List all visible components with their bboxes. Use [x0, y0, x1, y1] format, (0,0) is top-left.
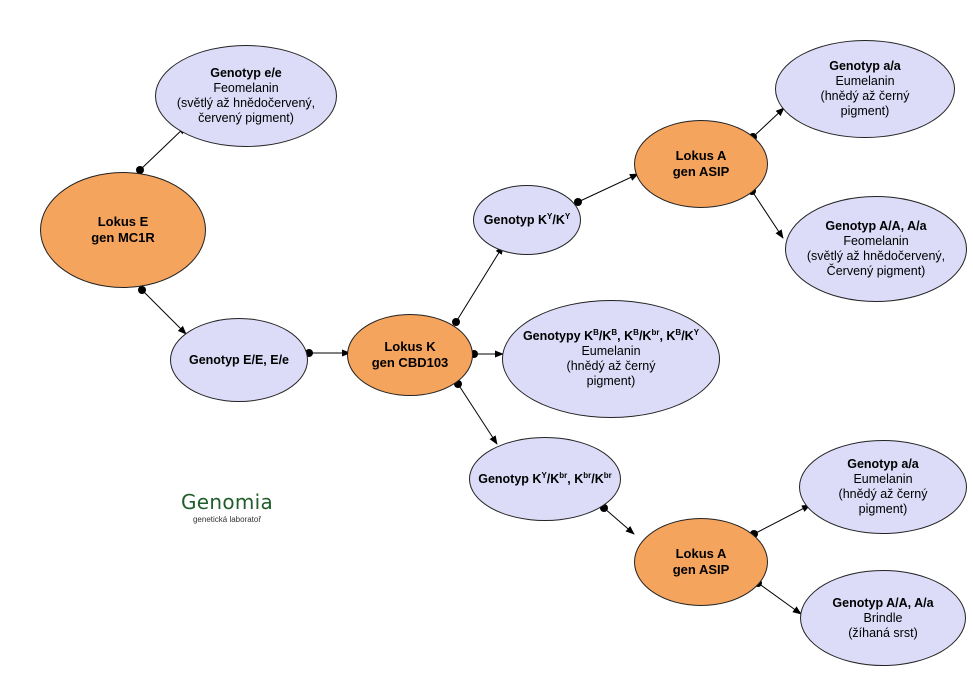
- node-title: Genotyp A/A, A/a: [825, 219, 927, 233]
- node-line: pigment): [858, 502, 908, 516]
- node-line: Feomelanin: [213, 81, 279, 95]
- connector-a-bottom-to-AA: [754, 579, 802, 615]
- connector-e-to-EE: [138, 286, 187, 335]
- genomia-logo: Genomia genetická laboratoř: [172, 490, 282, 524]
- node-title: Genotyp KY/Kbr, Kbr/Kbr: [478, 470, 612, 486]
- node-line: (hnědý až černý: [566, 359, 656, 373]
- connector-e-to-ee: [136, 125, 187, 174]
- node-genotype-kykbr: Genotyp KY/Kbr, Kbr/Kbr: [469, 437, 621, 521]
- node-genotype-ee: Genotyp e/e Feomelanin (světlý až hnědoč…: [155, 45, 337, 147]
- node-line: pigment): [586, 374, 636, 388]
- node-title: Genotyp a/a: [847, 457, 919, 471]
- node-title: Genotypy KB/KB, KB/Kbr, KB/KY: [522, 327, 700, 343]
- node-title: Genotyp a/a: [829, 59, 901, 73]
- node-line: (světlý až hnědočervený,: [176, 96, 316, 110]
- node-genotype-aa-bottom: Genotyp a/a Eumelanin (hnědý až černý pi…: [799, 440, 967, 534]
- connector-k-to-kb: [470, 350, 504, 358]
- logo-subtitle: genetická laboratoř: [192, 515, 262, 524]
- node-line: Eumelanin: [853, 472, 913, 486]
- node-line: gen ASIP: [672, 164, 730, 179]
- node-line: (hnědý až černý: [820, 89, 910, 103]
- node-title: Lokus A: [675, 148, 727, 163]
- node-line: gen MC1R: [91, 230, 155, 245]
- node-line: pigment): [840, 104, 890, 118]
- node-locus-a-top: Lokus A gen ASIP: [634, 120, 768, 208]
- logo-name: Genomia: [180, 490, 274, 514]
- node-line: Eumelanin: [835, 74, 895, 88]
- node-line: Brindle: [863, 610, 903, 625]
- node-genotype-EE: Genotyp E/E, E/e: [170, 318, 308, 402]
- node-title: Genotyp E/E, E/e: [188, 352, 290, 367]
- node-title: Genotyp A/A, A/a: [832, 595, 934, 610]
- node-line: (hnědý až černý: [838, 487, 928, 501]
- connector-a-bottom-to-aa: [750, 504, 811, 538]
- connector-kyky-to-a-top: [574, 173, 639, 206]
- node-title: Genotyp e/e: [210, 66, 282, 80]
- node-genotype-AA-top: Genotyp A/A, A/a Feomelanin (světlý až h…: [785, 196, 967, 302]
- connector-a-top-to-AA: [748, 187, 784, 239]
- node-title: Lokus A: [675, 546, 727, 561]
- node-line: Červený pigment): [826, 264, 926, 278]
- connector-EE-to-k: [305, 349, 351, 357]
- node-title: Lokus E: [97, 214, 149, 229]
- node-locus-k: Lokus K gen CBD103: [347, 314, 473, 396]
- node-line: gen ASIP: [672, 562, 730, 577]
- node-title: Lokus K: [384, 339, 436, 354]
- node-line: (žíhaná srst): [848, 625, 918, 640]
- node-genotype-kyky: Genotyp KY/KY: [473, 185, 581, 255]
- node-line: (světlý až hnědočervený,: [806, 249, 946, 263]
- node-genotype-kb: Genotypy KB/KB, KB/Kbr, KB/KY Eumelanin …: [502, 300, 720, 418]
- connector-a-top-to-aa: [749, 107, 785, 141]
- node-genotype-aa-top: Genotyp a/a Eumelanin (hnědý až černý pi…: [775, 40, 955, 138]
- node-line: gen CBD103: [371, 355, 449, 370]
- connector-kykbr-to-a-bottom: [600, 504, 635, 535]
- node-line: červený pigment): [198, 111, 294, 125]
- node-title: Genotyp KY/KY: [483, 211, 571, 227]
- node-line: Feomelanin: [843, 234, 909, 248]
- connector-k-to-kykbr: [454, 380, 498, 445]
- node-genotype-AA-bottom: Genotyp A/A, A/a Brindle (žíhaná srst): [800, 570, 966, 666]
- node-line: Eumelanin: [581, 344, 641, 358]
- node-locus-a-bottom: Lokus A gen ASIP: [634, 518, 768, 606]
- connector-k-to-kyky: [452, 245, 504, 326]
- node-locus-e: Lokus E gen MC1R: [40, 172, 206, 288]
